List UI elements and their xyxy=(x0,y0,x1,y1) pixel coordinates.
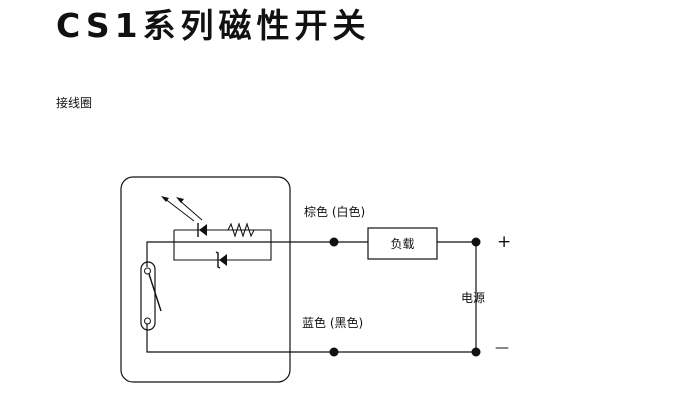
brown-terminal-dot xyxy=(329,237,339,247)
blue-wire-label: 蓝色 (黑色) xyxy=(302,316,363,330)
led-resistor-branch xyxy=(161,196,272,269)
switch-housing xyxy=(120,176,291,383)
brown-wire-inner xyxy=(146,241,334,267)
load-label: 负载 xyxy=(390,237,414,251)
page-title: CS1系列磁性开关 xyxy=(56,6,371,45)
blue-terminal-dot xyxy=(329,347,339,357)
load-box xyxy=(367,227,438,260)
supply-minus-dot xyxy=(471,347,481,357)
power-label: 电源 xyxy=(461,291,485,305)
light-emission-arrows-icon xyxy=(161,196,203,222)
brown-wire-label: 棕色 (白色) xyxy=(304,204,365,219)
section-label: 接线圈 xyxy=(56,96,93,110)
resistor-icon xyxy=(220,222,271,238)
blue-wire xyxy=(146,323,476,353)
reed-switch xyxy=(140,261,162,331)
minus-sign: — xyxy=(495,340,509,356)
plus-sign: + xyxy=(497,232,511,252)
supply-plus-dot xyxy=(471,237,481,247)
led-icon xyxy=(199,224,207,236)
zener-diode-icon xyxy=(219,254,227,266)
